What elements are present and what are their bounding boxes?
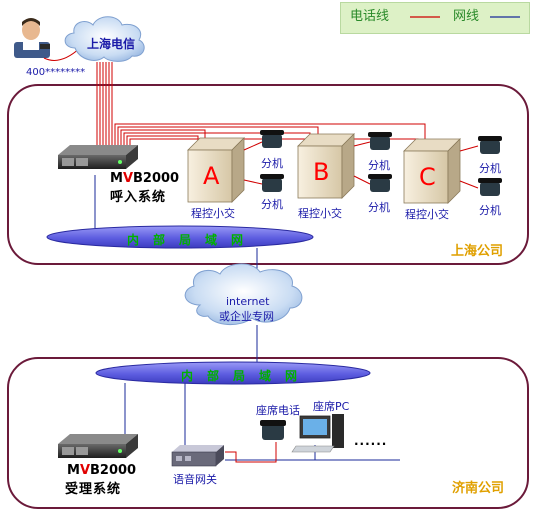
internet-cloud-icon [184, 263, 303, 325]
legend-box [340, 2, 530, 34]
shanghai-lan-label: 内部局域网 [127, 233, 258, 247]
jinan-region-border [7, 357, 529, 509]
caller-person-icon [14, 18, 50, 58]
extension-phone-a1-icon [260, 130, 284, 148]
pbx-letter-b: B [313, 158, 329, 186]
extension-phone-b2-icon [368, 174, 392, 192]
extension-phone-a2-icon [260, 174, 284, 192]
legend-phone-label: 电话线 [350, 9, 390, 24]
pbx-server-a-icon: A [187, 137, 245, 203]
pbx-a-label: 程控小交 [191, 207, 235, 220]
jinan-phone-lines [225, 442, 277, 463]
mvb-model-shanghai: MVB2000 [110, 171, 180, 186]
shanghai-lan-bar [46, 225, 314, 249]
extension-phone-b1-icon [368, 132, 392, 150]
pbx-server-b-icon: B [297, 133, 355, 199]
seat-phone-label: 座席电话 [256, 404, 300, 417]
jinan-lan-label: 内部局域网 [181, 369, 312, 383]
pbx-letter-a: A [203, 162, 220, 190]
seat-pc-icon [291, 414, 344, 453]
mvb-desc-jinan: 受理系统 [65, 482, 122, 497]
voice-gateway-label: 语音网关 [173, 473, 217, 486]
hotline-number: 400******** [26, 67, 86, 78]
extension-c1-label: 分机 [479, 162, 501, 175]
extension-phone-c1-icon [478, 136, 502, 154]
seat-phone-icon [260, 420, 286, 440]
extension-a2-label: 分机 [261, 198, 283, 211]
telecom-cloud-label: 上海电信 [87, 37, 136, 51]
more-seats-ellipsis: ...... [354, 434, 388, 448]
extension-b2-label: 分机 [368, 201, 390, 214]
pbx-letter-c: C [419, 163, 436, 191]
shanghai-region-border [7, 84, 529, 265]
mvb2000-acceptance-server-icon [58, 434, 138, 458]
mvb-desc-shanghai: 呼入系统 [110, 190, 167, 205]
extension-c2-label: 分机 [479, 204, 501, 217]
shanghai-region-label: 上海公司 [451, 244, 504, 259]
extension-b1-label: 分机 [368, 159, 390, 172]
pbx-c-label: 程控小交 [405, 208, 449, 221]
legend-network-label: 网线 [453, 9, 480, 24]
internet-label-line2: 或企业专网 [219, 310, 274, 323]
seat-pc-label: 座席PC [313, 400, 350, 413]
extension-a1-label: 分机 [261, 157, 283, 170]
voice-gateway-icon [171, 445, 224, 467]
telecom-cloud-icon [64, 16, 145, 62]
extension-phone-lines [243, 141, 479, 189]
jinan-lan-bar [95, 361, 371, 385]
mvb2000-inbound-server-icon [58, 145, 138, 169]
extension-phone-c2-icon [478, 178, 502, 196]
pbx-server-c-icon: C [403, 138, 461, 204]
mvb-model-jinan: MVB2000 [67, 463, 137, 478]
jinan-network-lines [124, 383, 400, 461]
internet-label-line1: internet [226, 295, 270, 308]
jinan-region-label: 济南公司 [452, 481, 505, 496]
pbx-b-label: 程控小交 [298, 207, 342, 220]
